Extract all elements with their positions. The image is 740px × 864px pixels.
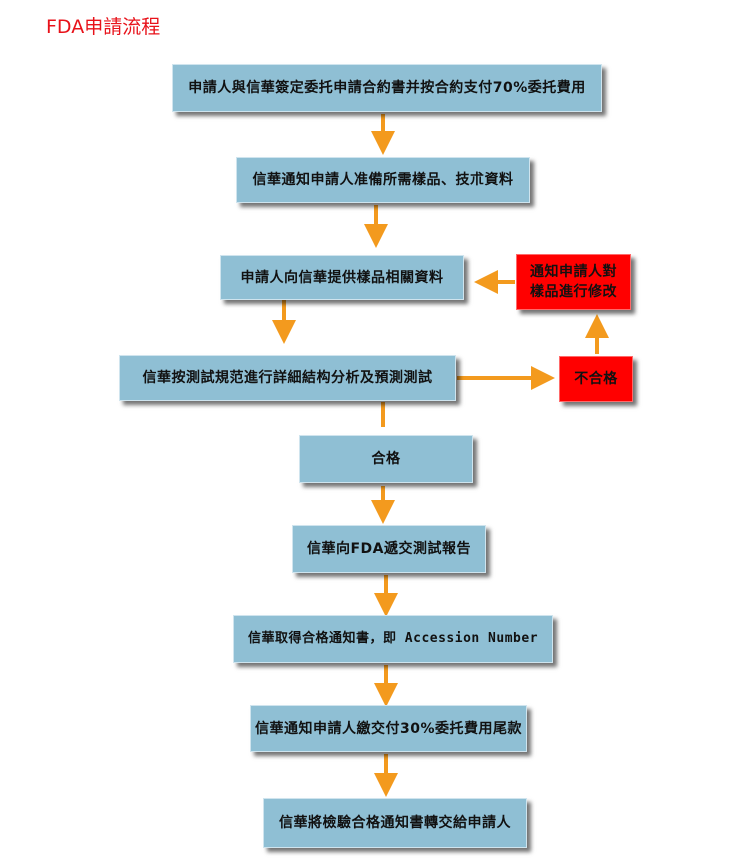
step-label: 申請人向信華提供樣品相關資料 bbox=[240, 269, 444, 286]
step-pass: 合格 bbox=[299, 435, 473, 483]
step-label: 信華將檢驗合格通知書轉交給申請人 bbox=[279, 815, 511, 831]
step-label: 信華按測試規范進行詳細結构分析及預測測試 bbox=[142, 370, 433, 386]
step-sign-contract: 申請人與信華簽定委托申請合約書并按合約支付70%委托費用 bbox=[172, 64, 602, 112]
diagram-title: FDA申請流程 bbox=[46, 16, 161, 38]
step-label: 申請人與信華簽定委托申請合約書并按合約支付70%委托費用 bbox=[188, 80, 586, 96]
fail-label: 不合格 bbox=[574, 371, 618, 387]
notify-modify-label: 通知申請人對 樣品進行修改 bbox=[530, 264, 617, 300]
step-prepare-samples: 信華通知申請人准備所需樣品、技朮資料 bbox=[236, 157, 530, 203]
step-label: 信華取得合格通知書，即 Accession Number bbox=[247, 631, 539, 646]
step-submit-report: 信華向FDA遞交測試報告 bbox=[292, 525, 486, 573]
step-label: 信華向FDA遞交測試報告 bbox=[306, 541, 472, 557]
step-final-payment: 信華通知申請人繳交付30%委托費用尾款 bbox=[250, 705, 527, 752]
step-accession-number: 信華取得合格通知書，即 Accession Number bbox=[233, 615, 553, 663]
step-provide-materials: 申請人向信華提供樣品相關資料 bbox=[220, 255, 464, 300]
step-deliver-certificate: 信華將檢驗合格通知書轉交給申請人 bbox=[263, 798, 527, 848]
step-label: 合格 bbox=[371, 451, 401, 467]
notify-modify-box: 通知申請人對 樣品進行修改 bbox=[516, 254, 631, 310]
step-test-analysis: 信華按測試規范進行詳細結构分析及預測測試 bbox=[119, 355, 456, 401]
step-label: 信華通知申請人繳交付30%委托費用尾款 bbox=[254, 720, 522, 737]
fail-box: 不合格 bbox=[559, 356, 633, 402]
step-label: 信華通知申請人准備所需樣品、技朮資料 bbox=[252, 172, 514, 188]
